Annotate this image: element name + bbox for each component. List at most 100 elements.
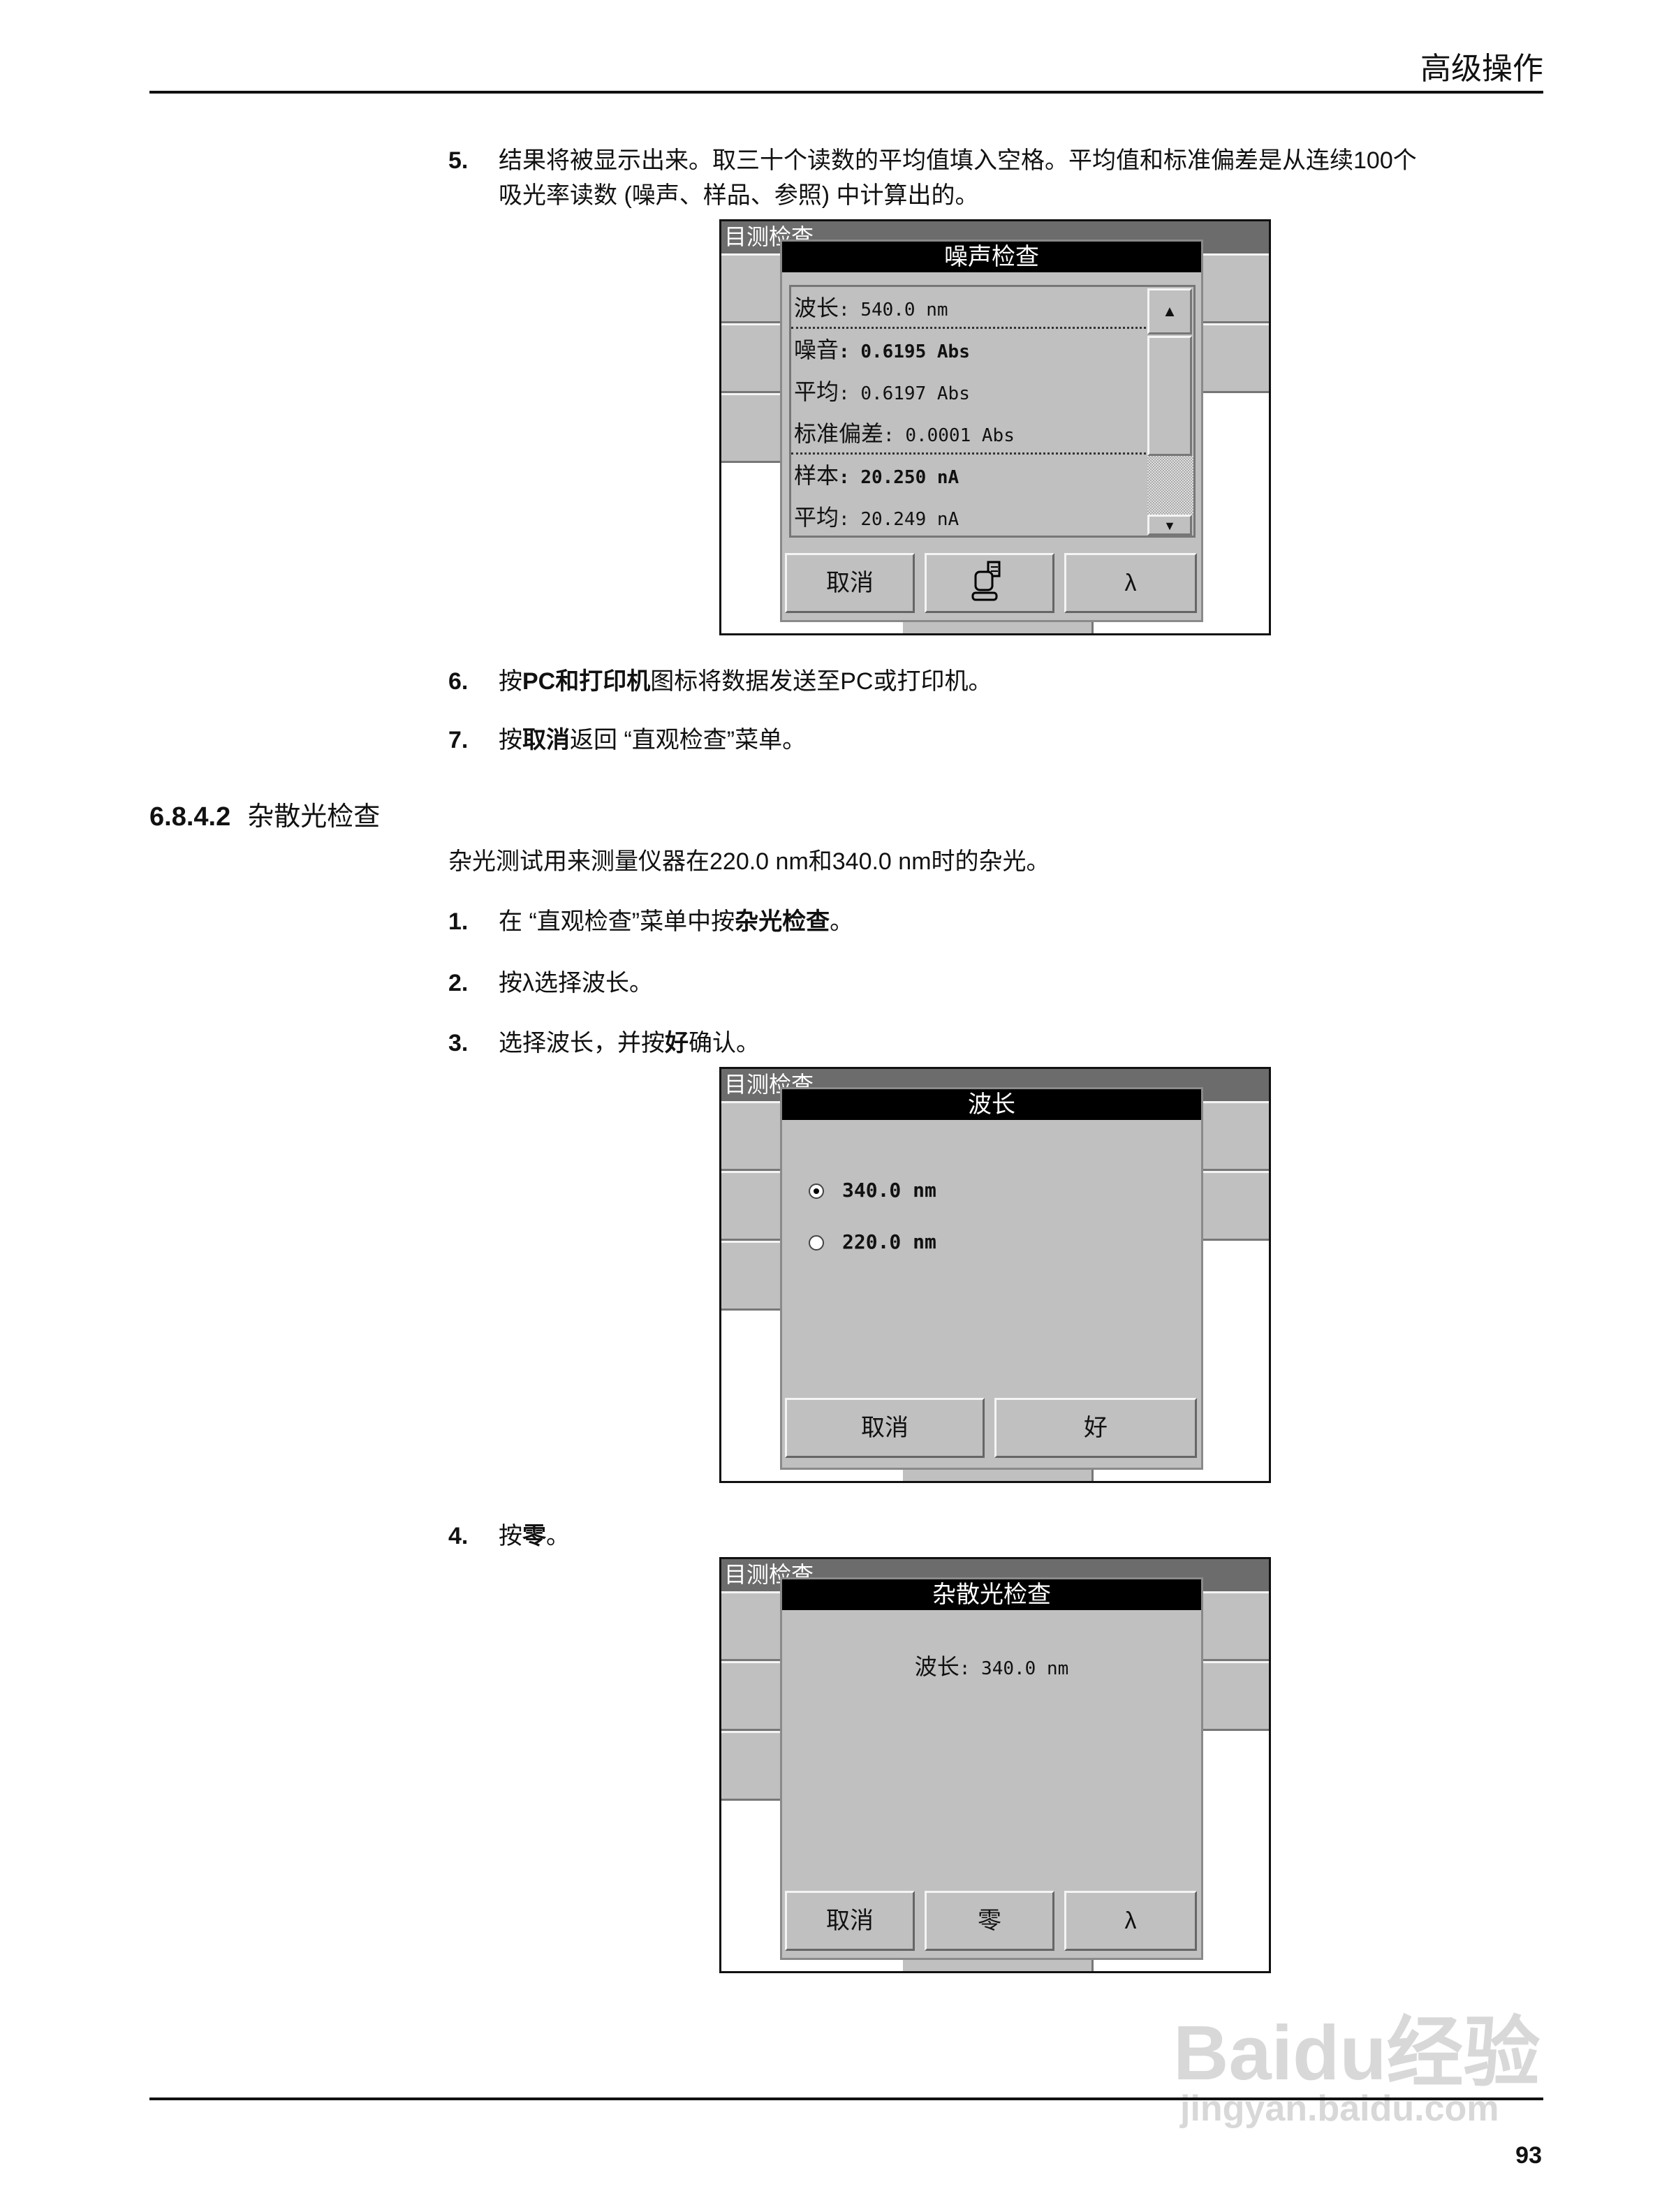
- cancel-button[interactable]: 取消: [785, 553, 915, 613]
- radio-unselected-icon: [809, 1235, 824, 1251]
- step-text-bold: PC和打印机: [522, 668, 651, 695]
- wavelength-button[interactable]: λ: [1064, 553, 1197, 613]
- scroll-up-button[interactable]: ▲: [1147, 288, 1192, 334]
- section-title: 杂散光检查: [247, 802, 381, 832]
- row-label: 波长: [794, 295, 839, 320]
- side-button[interactable]: [1200, 1661, 1269, 1731]
- radio-label: 220.0 nm: [842, 1230, 936, 1253]
- row-label: 噪音: [794, 337, 839, 362]
- wavelength-button[interactable]: λ: [1064, 1891, 1197, 1951]
- wavelength-readout: 波长: 340.0 nm: [782, 1649, 1201, 1681]
- side-button[interactable]: [1200, 1591, 1269, 1661]
- pc-printer-icon: [971, 561, 1001, 601]
- scroll-down-button[interactable]: ▼: [1147, 515, 1192, 536]
- cancel-button[interactable]: 取消: [785, 1398, 985, 1458]
- noise-check-dialog: 噪声检查 波长: 540.0 nm 噪音: 0.6195 Abs 平均: 0.6…: [780, 239, 1203, 622]
- side-button[interactable]: [721, 253, 784, 323]
- step-number: 4.: [448, 1523, 469, 1549]
- step-text-post: 返回 “直观检查”菜单。: [570, 727, 807, 753]
- side-button[interactable]: [721, 1591, 784, 1661]
- step-text: 按PC和打印机图标将数据发送至PC或打印机。: [499, 664, 992, 699]
- ok-button[interactable]: 好: [994, 1398, 1197, 1458]
- row-value: : 0.0001 Abs: [883, 425, 1015, 446]
- watermark-url: jingyan.baidu.com: [1180, 2088, 1499, 2129]
- list-item-mean: 平均: 0.6197 Abs: [791, 371, 1146, 413]
- step-number: 6.: [448, 668, 469, 695]
- step-text-pre: 选择波长，并按: [499, 1030, 665, 1056]
- zero-button[interactable]: 零: [925, 1891, 1054, 1951]
- step-text-bold: 零: [522, 1523, 546, 1549]
- wavelength-value: : 340.0 nm: [959, 1658, 1069, 1679]
- radio-selected-icon: [809, 1184, 824, 1199]
- list-item-wavelength: 波长: 540.0 nm: [791, 287, 1146, 329]
- noise-check-screen: 目测检查 噪声检查 波长: 540.0 nm 噪音: 0.6195 Abs 平均…: [719, 219, 1271, 635]
- list-item-std-dev: 标准偏差: 0.0001 Abs: [791, 413, 1146, 455]
- step-text: 结果将被显示出来。取三十个读数的平均值填入空格。平均值和标准偏差是从连续100个…: [499, 143, 1417, 213]
- intro-text: 杂光测试用来测量仪器在220.0 nm和340.0 nm时的杂光。: [448, 848, 1050, 875]
- step-text: 按取消返回 “直观检查”菜单。: [499, 723, 806, 758]
- dialog-title: 波长: [782, 1089, 1201, 1120]
- wavelength-select-screen: 目测检查 波长 340.0 nm 220.0 nm 取消 好: [719, 1067, 1271, 1483]
- step-text: 在 “直观检查”菜单中按杂光检查。: [499, 904, 853, 939]
- side-button[interactable]: [721, 1661, 784, 1731]
- row-value: : 540.0 nm: [839, 300, 948, 320]
- step-number: 3.: [448, 1030, 469, 1056]
- step-number: 1.: [448, 908, 469, 935]
- step-text: 按λ选择波长。: [499, 966, 653, 1001]
- step-text-bold: 取消: [522, 727, 570, 753]
- section-heading: 6.8.4.2 杂散光检查: [149, 795, 380, 833]
- step-text: 按零。: [499, 1519, 570, 1554]
- scrollbar-thumb[interactable]: [1147, 336, 1192, 456]
- side-button[interactable]: [721, 1171, 784, 1241]
- step-text-bold: 好: [665, 1030, 689, 1056]
- side-button[interactable]: [1200, 1171, 1269, 1241]
- list-item-noise: 噪音: 0.6195 Abs: [791, 329, 1146, 371]
- cancel-button[interactable]: 取消: [785, 1891, 915, 1951]
- section-header-title: 高级操作: [1420, 52, 1543, 86]
- stray-light-check-screen: 目测检查 杂散光检查 波长: 340.0 nm 取消 零 λ: [719, 1557, 1271, 1973]
- section-number: 6.8.4.2: [149, 802, 231, 832]
- step-text-line2: 吸光率读数 (噪声、样品、参照) 中计算出的。: [499, 182, 979, 209]
- row-value: : 0.6197 Abs: [839, 383, 970, 404]
- stray-light-dialog: 杂散光检查 波长: 340.0 nm 取消 零 λ: [780, 1577, 1203, 1960]
- step-text-post: 。: [546, 1523, 570, 1549]
- step-text-post: 。: [830, 908, 854, 935]
- row-label: 平均: [794, 379, 839, 404]
- row-label: 样本: [794, 463, 839, 488]
- wavelength-label: 波长: [914, 1654, 959, 1679]
- footer-rule: [149, 2097, 1543, 2100]
- step-text-line1: 结果将被显示出来。取三十个读数的平均值填入空格。平均值和标准偏差是从连续100个: [499, 147, 1417, 174]
- step-text-pre: 按: [499, 1523, 522, 1549]
- row-value: : 0.6195 Abs: [839, 341, 970, 362]
- side-button[interactable]: [721, 1241, 784, 1311]
- step-text-pre: 按: [499, 668, 522, 695]
- side-button[interactable]: [721, 393, 784, 463]
- side-button[interactable]: [1200, 253, 1269, 323]
- side-button[interactable]: [721, 323, 784, 393]
- step-text: 选择波长，并按好确认。: [499, 1026, 760, 1061]
- step-number: 5.: [448, 147, 469, 174]
- step-text-post: 图标将数据发送至PC或打印机。: [650, 668, 992, 695]
- row-value: : 20.249 nA: [839, 509, 959, 530]
- scrollbar-track[interactable]: [1147, 456, 1193, 515]
- radio-220nm[interactable]: 220.0 nm: [809, 1230, 936, 1253]
- radio-label: 340.0 nm: [842, 1179, 936, 1202]
- step-number: 2.: [448, 970, 469, 996]
- radio-340nm[interactable]: 340.0 nm: [809, 1179, 936, 1202]
- side-button[interactable]: [721, 1101, 784, 1171]
- row-label: 平均: [794, 505, 839, 530]
- step-text-post: 确认。: [689, 1030, 760, 1056]
- step-5: 5. 结果将被显示出来。取三十个读数的平均值填入空格。平均值和标准偏差是从连续1…: [448, 143, 1566, 213]
- step-text-pre: 按: [499, 727, 522, 753]
- step-text-bold: 杂光检查: [735, 908, 830, 935]
- watermark-logo: Baidu经验: [1173, 2010, 1540, 2096]
- pc-printer-button[interactable]: [925, 553, 1054, 613]
- step-text-pre: 在 “直观检查”菜单中按: [499, 908, 735, 935]
- step-number: 7.: [448, 727, 469, 753]
- dialog-title: 噪声检查: [782, 242, 1201, 272]
- side-button[interactable]: [721, 1731, 784, 1801]
- page-number: 93: [1515, 2142, 1542, 2169]
- side-button[interactable]: [1200, 323, 1269, 393]
- list-item-sample-mean: 平均: 20.249 nA: [791, 496, 1146, 538]
- side-button[interactable]: [1200, 1101, 1269, 1171]
